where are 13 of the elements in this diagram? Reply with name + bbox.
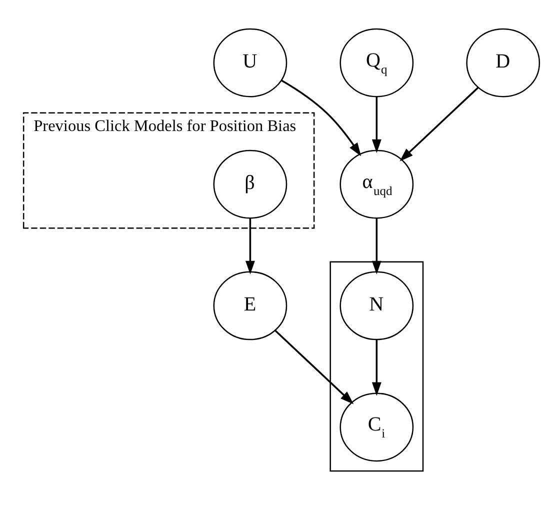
node-circle: Q$_{q}$: [340, 28, 414, 97]
node-circle: β: [213, 149, 288, 218]
arrow: [245, 218, 255, 274]
node-circle: E: [213, 270, 288, 340]
node-circle: D: [466, 28, 540, 97]
arrow: [372, 218, 382, 274]
arrow: [372, 339, 382, 396]
arrow: [274, 329, 354, 404]
arrow: [372, 96, 382, 152]
arrow: [281, 79, 362, 156]
node-circle: N: [340, 270, 414, 340]
arrow: [400, 86, 479, 161]
node-circle: U: [213, 28, 288, 97]
